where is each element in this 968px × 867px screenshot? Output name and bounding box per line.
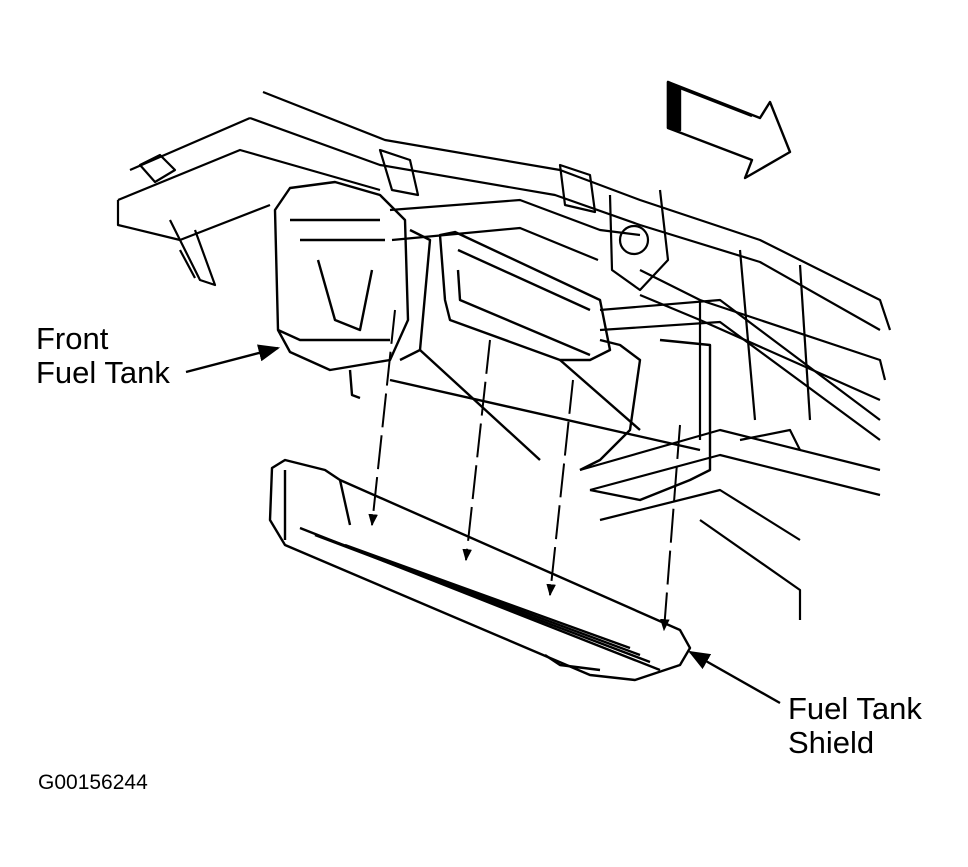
fuel-tank-shield-leader bbox=[688, 650, 781, 705]
rear-tank-bracket bbox=[389, 228, 712, 502]
crossmember bbox=[389, 198, 881, 620]
fuel-tank-shield-label-line1: Fuel Tank bbox=[788, 691, 922, 726]
alignment-lines bbox=[368, 309, 681, 632]
fuel-tank-shield bbox=[268, 458, 692, 682]
front-fuel-tank bbox=[273, 180, 410, 400]
figure-id: G00156244 bbox=[38, 771, 148, 794]
leader-arrow-icon bbox=[185, 344, 781, 705]
direction-arrow-icon bbox=[666, 80, 792, 180]
front-fuel-tank-leader bbox=[185, 344, 281, 374]
front-fuel-tank-label-line1: Front bbox=[36, 321, 109, 356]
front-fuel-tank-label-line2: Fuel Tank bbox=[36, 355, 170, 390]
fuel-tank-shield-label: Fuel Tank Shield bbox=[788, 692, 922, 760]
front-fuel-tank-label: Front Fuel Tank bbox=[36, 322, 170, 390]
fuel-tank-shield-label-line2: Shield bbox=[788, 725, 875, 760]
frame-rail bbox=[116, 90, 892, 440]
